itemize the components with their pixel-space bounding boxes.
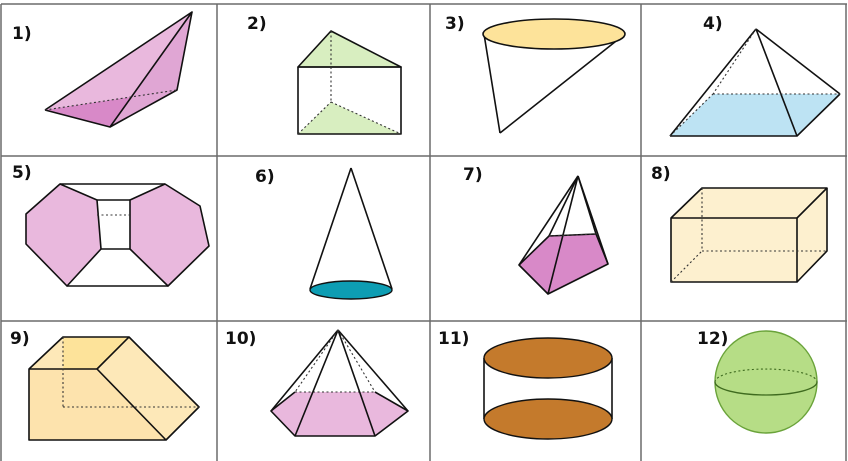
label-3: 3) xyxy=(445,14,465,34)
square-pyramid-icon xyxy=(669,28,841,137)
triangular-pyramid-icon xyxy=(44,11,193,128)
trapezoidal-prism-icon xyxy=(28,336,200,441)
label-5: 5) xyxy=(12,163,32,183)
label-2: 2) xyxy=(247,14,267,34)
label-11: 11) xyxy=(438,329,470,349)
cylinder-icon xyxy=(483,337,613,440)
cone-inverted-icon xyxy=(482,18,626,134)
label-9: 9) xyxy=(10,329,30,349)
cone-icon xyxy=(309,167,393,300)
pentagonal-pyramid-icon xyxy=(518,175,609,295)
label-8: 8) xyxy=(651,164,671,184)
label-1: 1) xyxy=(12,24,32,44)
triangular-prism-icon xyxy=(297,30,402,135)
label-10: 10) xyxy=(225,329,257,349)
sphere-icon xyxy=(714,330,818,434)
rectangular-prism-icon xyxy=(670,187,828,283)
label-7: 7) xyxy=(463,165,483,185)
grid-lines xyxy=(0,3,847,461)
label-4: 4) xyxy=(703,14,723,34)
label-12: 12) xyxy=(697,329,729,349)
hexagonal-pyramid-icon xyxy=(270,329,409,437)
hexagonal-prism-icon xyxy=(25,183,210,287)
label-6: 6) xyxy=(255,167,275,187)
